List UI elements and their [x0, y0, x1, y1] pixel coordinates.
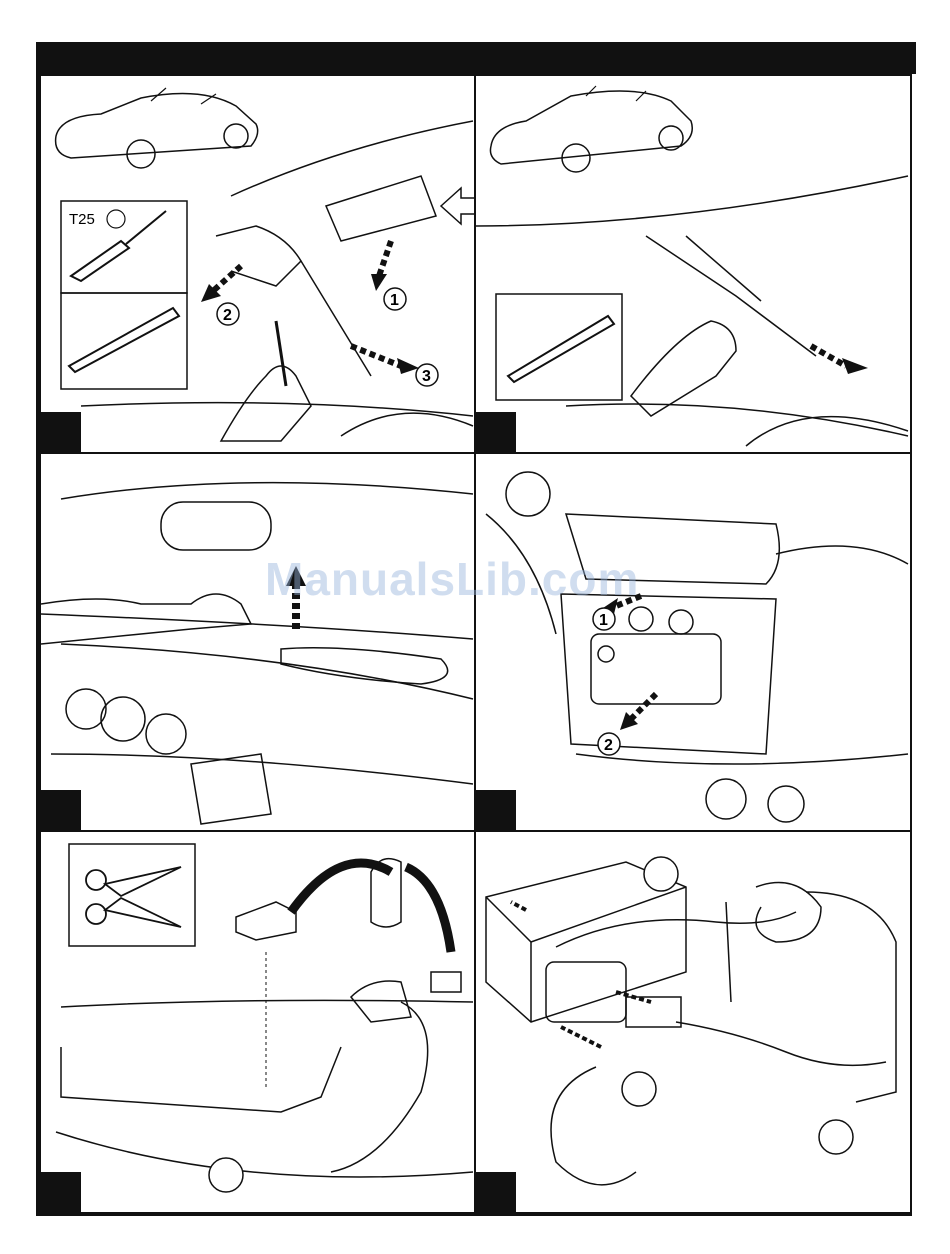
panel-4-illustration: 1 2: [476, 454, 912, 832]
panel-4-radio-bezel: 1 2: [474, 452, 912, 832]
screwdriver-in-use-icon: [276, 321, 286, 386]
watermark-text: ManualsLib.com: [265, 552, 639, 606]
panel-1-pillar-trim-removal: T25: [39, 74, 476, 454]
curved-arrow-2: [406, 867, 451, 952]
pull-arrowhead: [842, 358, 868, 374]
dashboard-lines: [486, 472, 908, 822]
panel-3-illustration: [41, 454, 476, 832]
t25-label: T25: [69, 211, 95, 228]
callout-circle-b: [622, 1072, 656, 1106]
compare-double-arrow-icon: [441, 188, 476, 224]
pull-arrow: [811, 346, 846, 366]
panel-5-antenna-mount: [39, 830, 476, 1214]
adhesive-pad: [236, 902, 296, 940]
antenna-cable: [331, 1002, 428, 1172]
panel-2-sedan-pillar: [474, 74, 912, 454]
headliner-lines: [476, 176, 908, 446]
trim-stick-box: [61, 293, 187, 389]
callout-circle: [209, 1158, 243, 1192]
instrument-cluster: [51, 689, 473, 824]
callout-circle-c: [819, 1120, 853, 1154]
callout-circle-a: [644, 857, 678, 891]
sedan-car-icon: [490, 86, 692, 172]
callout-2: 2: [223, 307, 232, 324]
step-marker-2: [476, 412, 516, 452]
step-marker-6: [476, 1172, 516, 1212]
callout-2: 2: [604, 737, 613, 754]
panel-3-dash-lift: [39, 452, 476, 832]
step-marker-3: [41, 790, 81, 830]
trim-stick-box: [496, 294, 622, 400]
step-marker-1: [41, 412, 81, 452]
hand-pulling-trim: [631, 321, 736, 416]
scissors-icon: [86, 867, 181, 927]
panel-6-radio-connection: [474, 830, 912, 1214]
rearview-mirror: [161, 502, 271, 550]
panel-5-illustration: [41, 832, 476, 1214]
ground-arrow: [511, 902, 526, 910]
trim-stick-icon: [69, 308, 179, 372]
step-marker-5: [41, 1172, 81, 1212]
header-bar: [36, 42, 916, 74]
dashed-arrows: [213, 241, 401, 366]
callout-3: 3: [422, 368, 431, 385]
dash-surface-lines: [56, 972, 473, 1177]
scissors-box: [69, 844, 195, 946]
callout-1: 1: [599, 612, 608, 629]
convertible-car-icon: [56, 88, 258, 168]
panel-1-illustration: T25: [41, 76, 476, 454]
trim-stick-icon: [508, 316, 614, 382]
panel-2-illustration: [476, 76, 912, 454]
step-marker-4: [476, 790, 516, 830]
callout-1: 1: [390, 292, 399, 309]
bezel-arrow-2: [631, 694, 656, 719]
bezel-arrowhead-2: [620, 712, 638, 730]
antenna-plug-arrow: [561, 1027, 601, 1047]
panel-6-illustration: [476, 832, 912, 1214]
torx-star-icon: [107, 210, 125, 228]
